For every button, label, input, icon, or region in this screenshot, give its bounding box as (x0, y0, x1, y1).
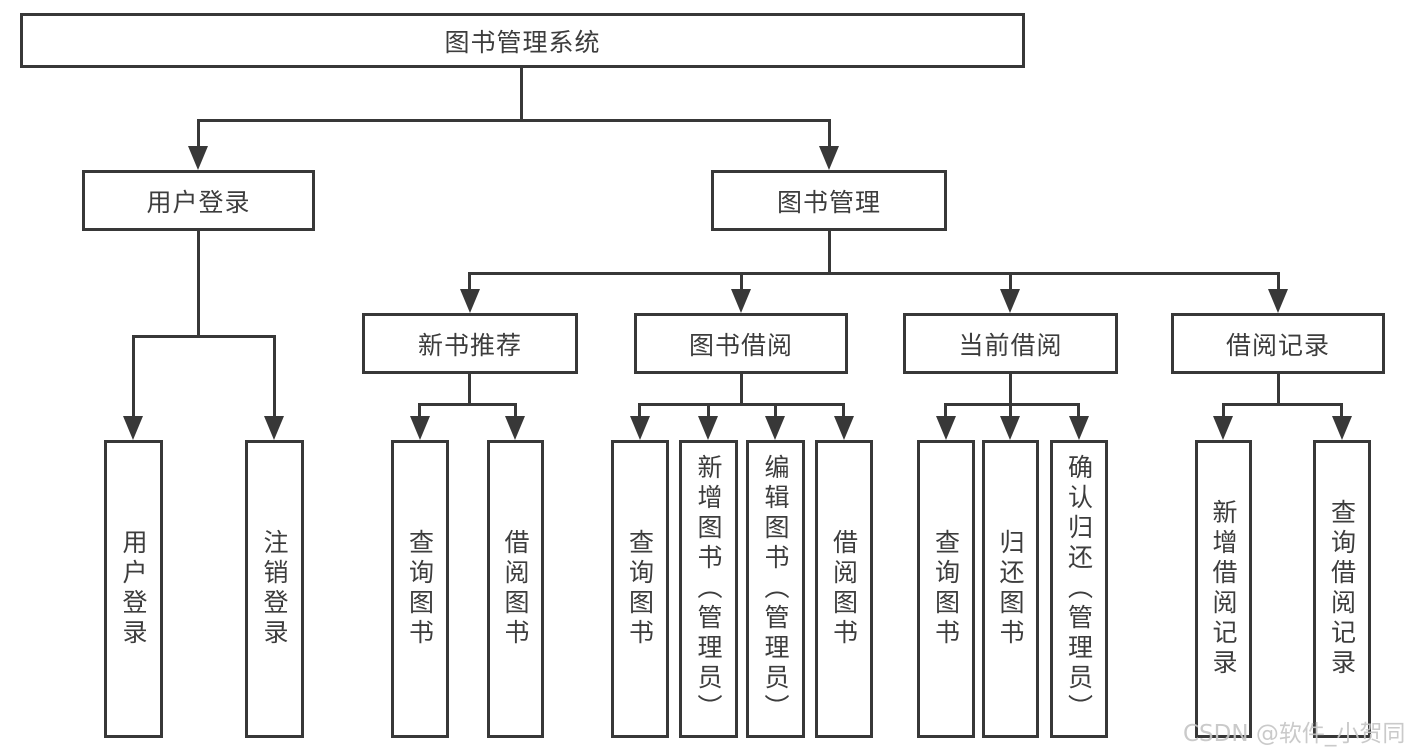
arrow-down-icon (630, 416, 650, 440)
node-level3-book-borrow: 图书借阅 (634, 313, 848, 374)
connector-stem (197, 231, 200, 335)
leaf-label: 查询借阅记录 (1327, 499, 1357, 679)
arrow-down-icon (1268, 289, 1288, 313)
leaf-add-borrow-record: 新增借阅记录 (1195, 440, 1252, 738)
node-root-label: 图书管理系统 (444, 27, 601, 57)
leaf-edit-book-admin: 编辑图书（管理员） (746, 440, 805, 738)
leaf-label: 编辑图书（管理员） (761, 454, 790, 724)
arrow-down-icon (765, 416, 785, 440)
leaf-label: 查询图书 (405, 529, 435, 649)
leaf-logout: 注销登录 (245, 440, 304, 738)
leaf-query-books-recommend: 查询图书 (391, 440, 449, 738)
leaf-borrow-books-recommend: 借阅图书 (487, 440, 544, 738)
connector-drop (828, 119, 831, 147)
connector-stem (828, 231, 831, 272)
connector-drop (197, 119, 200, 147)
connector-drop (1277, 272, 1280, 290)
connector-drop (740, 272, 743, 290)
connector-drop (514, 403, 517, 417)
node-level2-user-login: 用户登录 (82, 170, 315, 231)
leaf-label: 归还图书 (996, 529, 1025, 649)
arrow-down-icon (936, 416, 956, 440)
leaf-query-borrow-record: 查询借阅记录 (1313, 440, 1371, 738)
connector-stem (468, 374, 471, 403)
arrow-down-icon (819, 146, 839, 170)
connector-drop (944, 403, 947, 417)
connector-drop (468, 272, 471, 290)
connector-drop (1340, 403, 1343, 417)
connector-drop (774, 403, 777, 417)
connector-stem (1277, 374, 1280, 403)
arrow-down-icon (834, 416, 854, 440)
connector-stem (1009, 374, 1012, 403)
arrow-down-icon (1000, 416, 1020, 440)
connector-stem (740, 374, 743, 403)
connector-branch (418, 403, 517, 406)
leaf-confirm-return-admin: 确认归还（管理员） (1050, 440, 1108, 738)
watermark-text: CSDN @软件_小贺同学 (1183, 721, 1405, 747)
connector-drop (638, 403, 641, 417)
node-label: 当前借阅 (958, 330, 1063, 360)
leaf-label: 注销登录 (260, 529, 289, 649)
node-level3-borrow-records: 借阅记录 (1171, 313, 1385, 374)
connector-branch (197, 119, 831, 122)
connector-branch (944, 403, 1080, 406)
leaf-label: 借阅图书 (829, 529, 859, 649)
node-label: 用户登录 (146, 187, 251, 217)
connector-drop (1222, 403, 1225, 417)
leaf-label: 借阅图书 (501, 529, 530, 649)
connector-branch (638, 403, 845, 406)
arrow-down-icon (731, 289, 751, 313)
connector-drop (707, 403, 710, 417)
arrow-down-icon (1069, 416, 1089, 440)
leaf-label: 新增图书（管理员） (694, 454, 723, 724)
arrow-down-icon (460, 289, 480, 313)
leaf-label: 新增借阅记录 (1209, 499, 1238, 679)
connector-drop (1009, 272, 1012, 290)
arrow-down-icon (188, 146, 208, 170)
leaf-return-books: 归还图书 (982, 440, 1039, 738)
arrow-down-icon (123, 416, 143, 440)
node-root: 图书管理系统 (20, 13, 1025, 68)
arrow-down-icon (698, 416, 718, 440)
leaf-borrow-books-borrow: 借阅图书 (815, 440, 873, 738)
leaf-label: 查询图书 (625, 529, 655, 649)
connector-drop (1077, 403, 1080, 417)
arrow-down-icon (505, 416, 525, 440)
connector-drop (1009, 403, 1012, 417)
node-label: 图书借阅 (688, 330, 793, 360)
leaf-query-books-current: 查询图书 (917, 440, 975, 738)
leaf-add-book-admin: 新增图书（管理员） (679, 440, 738, 738)
node-label: 图书管理 (776, 187, 881, 217)
node-level3-new-book-recommend: 新书推荐 (362, 313, 578, 374)
leaf-user-login: 用户登录 (104, 440, 163, 738)
node-label: 新书推荐 (417, 330, 522, 360)
leaf-query-books-borrow: 查询图书 (611, 440, 669, 738)
connector-drop (132, 335, 135, 417)
arrow-down-icon (264, 416, 284, 440)
node-level2-book-management: 图书管理 (711, 170, 947, 231)
connector-drop (842, 403, 845, 417)
arrow-down-icon (1000, 289, 1020, 313)
connector-drop (273, 335, 276, 417)
connector-branch (468, 272, 1280, 275)
leaf-label: 用户登录 (119, 529, 148, 649)
arrow-down-icon (1332, 416, 1352, 440)
arrow-down-icon (1213, 416, 1233, 440)
connector-branch (132, 335, 276, 338)
leaf-label: 确认归还（管理员） (1064, 454, 1094, 724)
connector-stem (520, 68, 523, 119)
leaf-label: 查询图书 (931, 529, 961, 649)
connector-branch (1222, 403, 1343, 406)
connector-drop (418, 403, 421, 417)
arrow-down-icon (410, 416, 430, 440)
node-label: 借阅记录 (1225, 330, 1330, 360)
node-level3-current-borrow: 当前借阅 (903, 313, 1118, 374)
